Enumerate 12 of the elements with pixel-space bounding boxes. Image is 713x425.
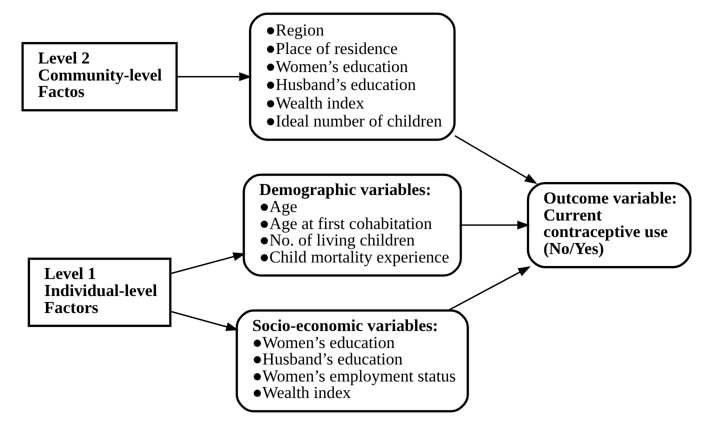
node-box: Outcome variable: Current contraceptive use (No/Yes)	[526, 182, 692, 268]
arrow	[448, 266, 531, 311]
node-box: Level 2 Community-level Factos	[21, 42, 178, 112]
node-box: Level 1 Individual-level Factors	[28, 258, 172, 328]
arrow	[176, 72, 252, 82]
node-box: Socio-economic variables: ●Women’s education ●Husband’s education ●Women’s employment status ●Wealth index	[236, 309, 469, 412]
node-box: Demographic variables: ●Age ●Age at first cohabitation ●No. of living children ●Child mortality experience	[242, 174, 462, 277]
arrow	[170, 310, 239, 332]
arrow	[454, 135, 538, 184]
arrow	[170, 252, 246, 274]
node-box: ●Region ●Place of residence ●Women’s education ●Husband’s education ●Wealth index ●Ideal number of children	[248, 12, 456, 141]
arrow	[461, 220, 530, 230]
